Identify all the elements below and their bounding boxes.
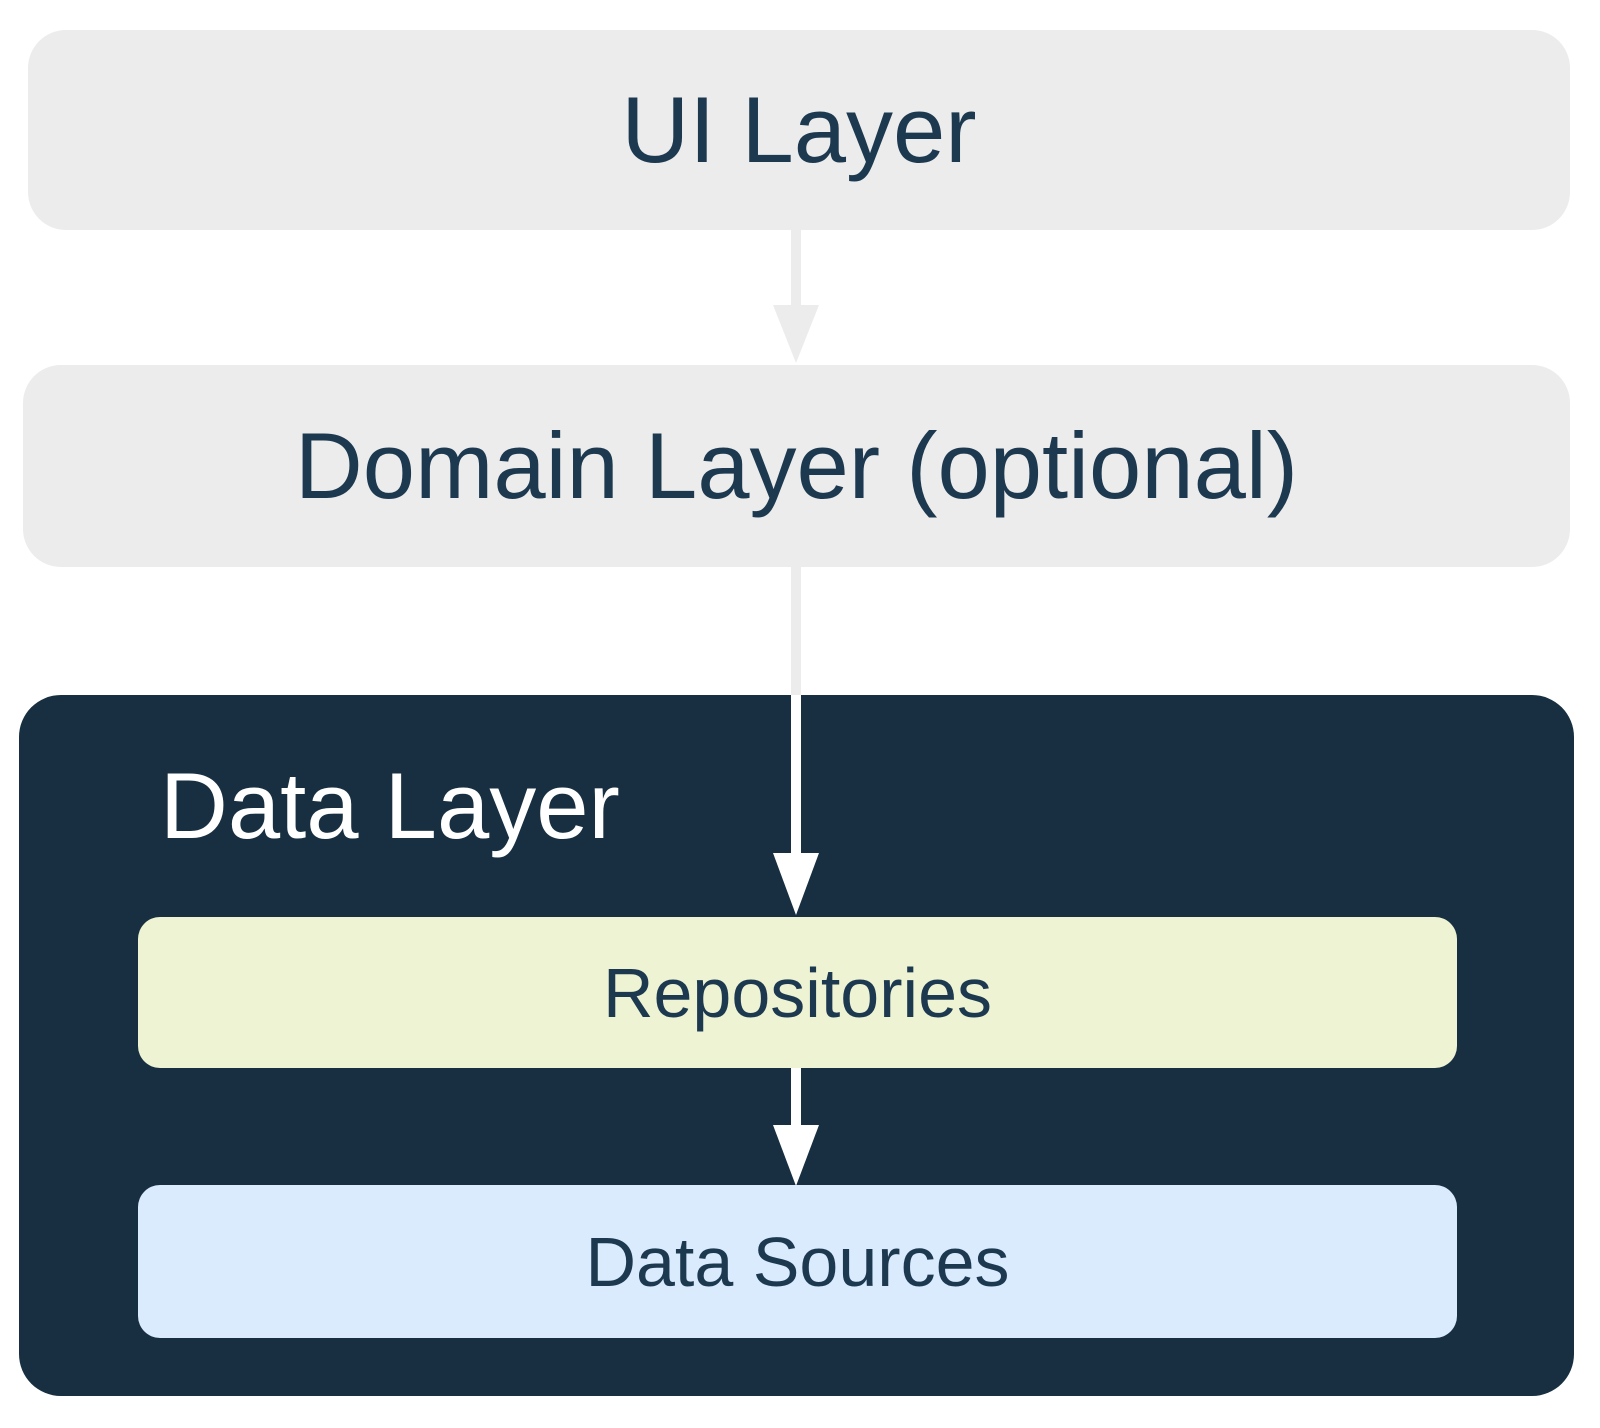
- data-layer-label: Data Layer: [160, 753, 620, 858]
- data-sources-label: Data Sources: [585, 1222, 1010, 1301]
- arrow-down-ui-to-domain-icon: [791, 230, 801, 306]
- domain-layer-box: Domain Layer (optional): [23, 365, 1570, 567]
- arrow-down-domain-to-repositories-icon: [791, 567, 801, 695]
- arrow-down-repositories-to-sources-head-icon: [773, 1125, 819, 1186]
- arrow-down-ui-to-domain-head-icon: [773, 305, 819, 363]
- ui-layer-box: UI Layer: [28, 30, 1570, 230]
- data-sources-box: Data Sources: [138, 1185, 1457, 1338]
- domain-layer-label: Domain Layer (optional): [294, 413, 1299, 518]
- arrow-down-repositories-to-sources-icon: [791, 1068, 801, 1126]
- ui-layer-label: UI Layer: [621, 77, 977, 182]
- arrow-down-domain-to-repositories-stem-icon: [791, 695, 801, 854]
- arrow-down-domain-to-repositories-head-icon: [773, 853, 819, 915]
- repositories-box: Repositories: [138, 917, 1457, 1068]
- repositories-label: Repositories: [602, 953, 993, 1032]
